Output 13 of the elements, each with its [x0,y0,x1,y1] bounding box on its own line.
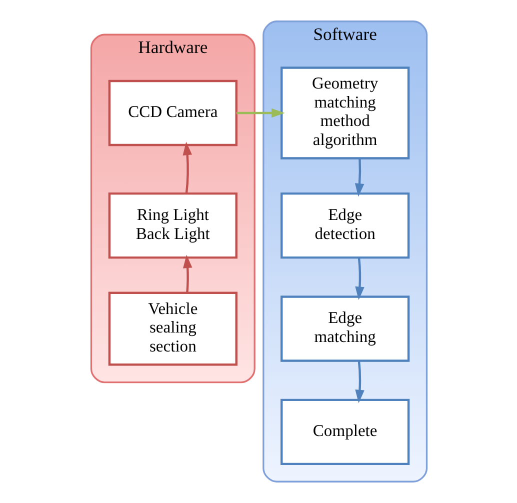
node-box: CCD Camera [108,80,237,146]
node-box: Edge matching [280,296,410,362]
node-box: Complete [280,398,410,466]
arrow [354,361,364,404]
node-box: Geometry matching method algorithm [280,66,410,160]
arrow [354,258,364,300]
arrow [182,142,192,194]
arrow [354,158,364,197]
node-box: Edge detection [280,192,410,259]
arrow [182,254,192,293]
node-box: Vehicle sealing section [108,292,237,366]
arrow [236,108,284,118]
node-box: Ring Light Back Light [108,192,237,259]
